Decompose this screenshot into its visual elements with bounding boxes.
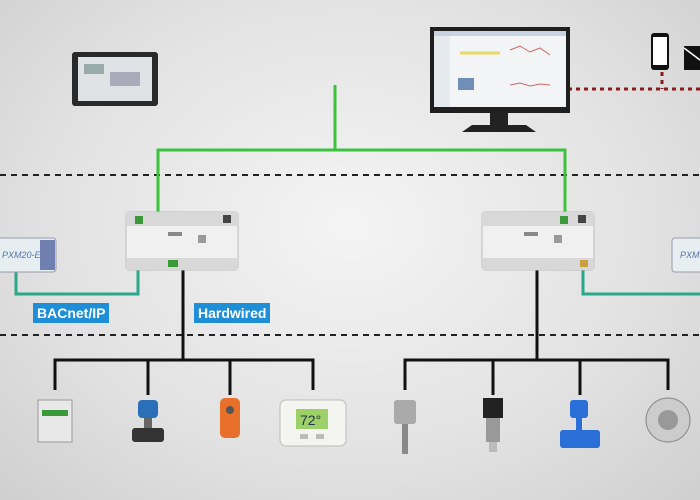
duct-sensor-icon <box>394 400 416 454</box>
email-icon <box>683 46 700 70</box>
thermostat-icon: 72° <box>279 399 347 447</box>
io-module-icon: PXM20-E <box>0 237 57 273</box>
bacnet-ip-label: BACnet/IP <box>33 303 110 323</box>
controller-icon <box>125 211 239 271</box>
controller-icon <box>481 211 595 271</box>
hardwired-label: Hardwired <box>194 303 271 323</box>
bacnet-lines <box>14 265 700 296</box>
io-module-label: PXM20-E <box>2 250 42 260</box>
valve-actuator-icon <box>132 400 164 442</box>
flow-meter-icon <box>560 400 600 448</box>
workstation-monitor-icon <box>430 27 570 132</box>
pressure-transmitter-icon <box>483 398 503 452</box>
din-module-icon <box>37 399 73 443</box>
io-module-icon: PXM <box>671 237 700 273</box>
io-module-label: PXM <box>680 250 700 260</box>
pressure-switch-icon <box>645 397 691 443</box>
remote-link <box>568 72 700 91</box>
damper-actuator-icon <box>220 398 240 438</box>
smartphone-icon <box>651 33 669 70</box>
svg-text:72°: 72° <box>300 412 321 428</box>
touch-panel-icon <box>72 52 158 106</box>
hardwired-lines <box>53 268 670 395</box>
ethernet-lines <box>156 85 567 215</box>
